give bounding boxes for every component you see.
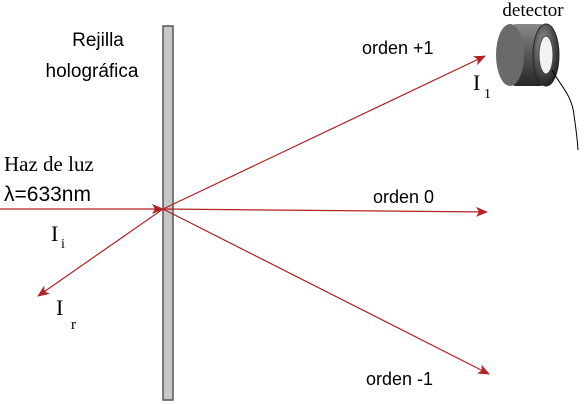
order-0-label: orden 0 <box>373 187 434 207</box>
detector-label: detector <box>502 0 564 21</box>
detector-icon <box>496 23 579 151</box>
beam-label-line1: Haz de luz <box>4 152 94 176</box>
intensity-r-letter: I <box>56 295 63 320</box>
beam-label-line2: λ=633nm <box>4 183 91 206</box>
order-minus1-label: orden -1 <box>366 369 433 389</box>
grating-label-line2: holográfica <box>46 61 139 82</box>
reflected-beam <box>37 208 164 297</box>
order-minus1-beam <box>162 208 490 375</box>
intensity-i-subscript: i <box>61 237 65 252</box>
order-plus1-label: orden +1 <box>362 38 434 58</box>
intensity-1-subscript: 1 <box>484 87 491 102</box>
order-0-beam <box>162 206 488 217</box>
intensity-i-letter: I <box>51 221 58 246</box>
grating-label-line1: Rejilla <box>72 30 124 51</box>
intensity-1-letter: I <box>473 70 480 95</box>
intensity-r-subscript: r <box>71 317 76 333</box>
order-plus1-beam <box>162 55 486 210</box>
